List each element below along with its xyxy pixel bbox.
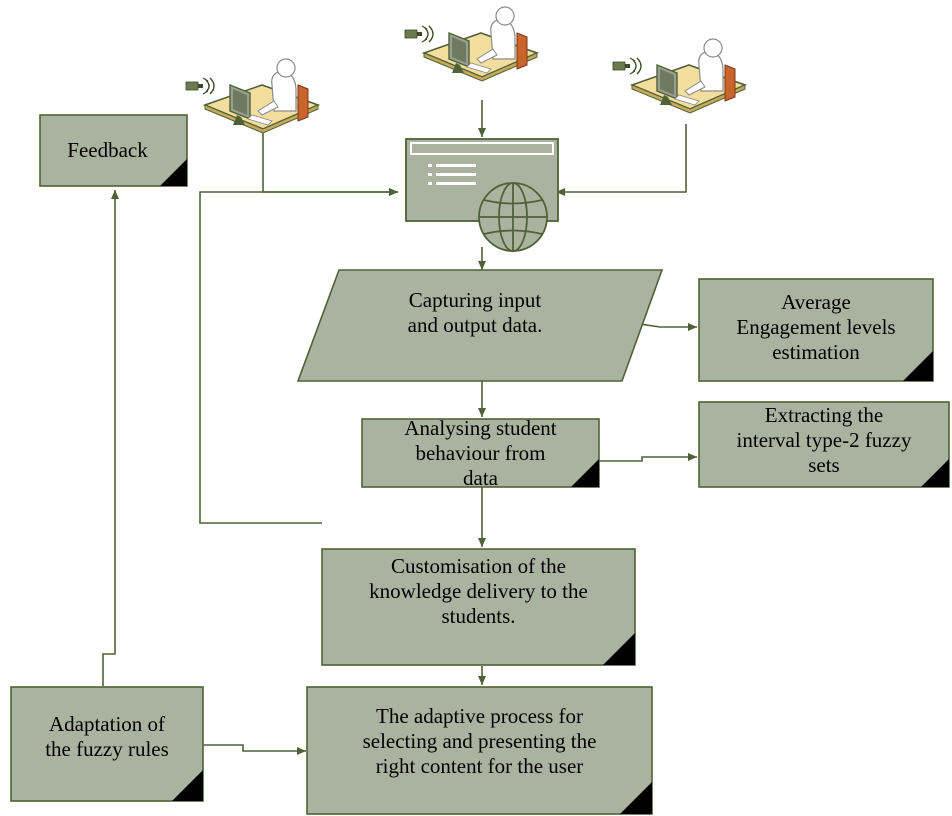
feedback-label: Feedback <box>40 115 187 186</box>
capturing-label: Capturing input and output data. <box>330 270 620 381</box>
analysing-box <box>361 418 600 488</box>
feedback-text: Feedback <box>67 138 148 162</box>
feedback-box <box>39 114 188 187</box>
engagement-text-line: Average <box>781 289 851 314</box>
user-at-computer-icon <box>404 6 538 82</box>
adaptive-text-line: right content for the user <box>375 754 584 778</box>
extracting-text-line: interval type-2 fuzzy <box>736 428 912 452</box>
customisation-text-line: knowledge delivery to the <box>369 578 588 603</box>
edge-user-1-to-platform <box>262 133 398 196</box>
adaptation-text-line: the fuzzy rules <box>45 737 169 761</box>
customisation-text-line: Customisation of the <box>391 553 566 578</box>
edge-customisation-to-platform <box>199 188 398 524</box>
extracting-box <box>698 401 950 488</box>
engagement-label: Average Engagement levels estimation <box>699 279 933 381</box>
user-at-computer-icon <box>612 38 746 114</box>
extracting-label: Extracting the interval type-2 fuzzy set… <box>699 402 949 487</box>
capturing-text-line: Capturing input <box>408 287 542 312</box>
adaptive-box <box>306 686 653 815</box>
edge-analysing-to-extracting <box>599 453 697 462</box>
analysing-text-line: Analysing student <box>404 415 557 440</box>
customisation-label: Customisation of the knowledge delivery … <box>322 549 635 665</box>
adaptive-text-line: The adaptive process for <box>376 704 583 728</box>
edge-adaptation-to-feedback <box>102 190 119 686</box>
engagement-box <box>698 278 934 382</box>
adaptation-box <box>10 686 204 802</box>
adaptive-label: The adaptive process for selecting and p… <box>307 687 652 814</box>
capturing-text-line: and output data. <box>407 312 543 337</box>
customisation-box <box>321 548 636 666</box>
adaptation-label: Adaptation of the fuzzy rules <box>11 687 203 801</box>
extracting-text-line: sets <box>808 453 840 477</box>
edge-adaptation-to-adaptive <box>203 744 306 755</box>
analysing-label: Analysing student behaviour from data <box>362 415 599 490</box>
edge-user-3-to-platform <box>556 124 687 196</box>
analysing-text-line: data <box>463 465 498 490</box>
customisation-text-line: students. <box>441 603 516 628</box>
globe-icon <box>478 182 548 252</box>
adaptation-text-line: Adaptation of <box>48 712 166 736</box>
capturing-parallelogram <box>296 269 664 382</box>
extracting-text-line: Extracting the <box>764 403 884 427</box>
adaptive-text-line: selecting and presenting the <box>362 729 597 753</box>
engagement-text-line: Engagement levels <box>736 314 896 339</box>
web-application-window-icon <box>405 138 559 252</box>
user-at-computer-icon <box>185 58 321 134</box>
engagement-text-line: estimation <box>772 339 860 364</box>
analysing-text-line: behaviour from <box>415 440 546 465</box>
